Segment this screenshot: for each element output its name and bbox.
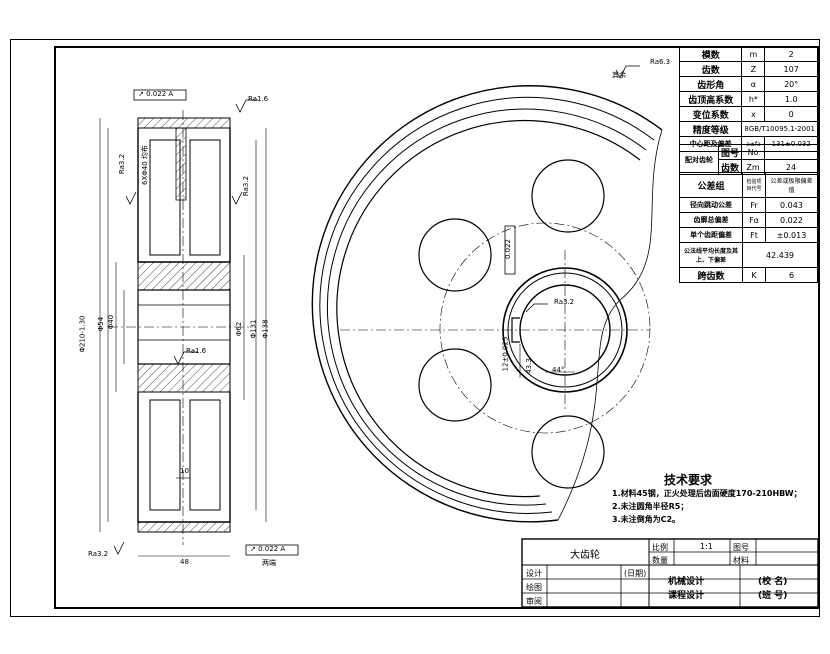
roughness-top: Ra1.6 bbox=[248, 95, 269, 103]
dim-138: Φ138 bbox=[261, 319, 270, 339]
drawing-no-label: 图号 bbox=[733, 543, 749, 552]
date-label: (日期) bbox=[624, 569, 647, 578]
holes-sub: 均布 bbox=[141, 145, 149, 160]
draw-label: 绘图 bbox=[526, 583, 542, 592]
rest-label: 其余 bbox=[612, 71, 626, 79]
parallel-icon: ↗ bbox=[138, 90, 144, 98]
tech-line-3: 3.未注倒角为C2。 bbox=[612, 515, 681, 524]
runout-value-bottom: 0.022 bbox=[258, 545, 279, 553]
school-name: (校 名) bbox=[758, 577, 788, 587]
tech-line-1: 1.材料45钢，正火处理后齿面硬度170-210HBW； bbox=[612, 489, 802, 498]
roughness-left: Ra3.2 bbox=[118, 153, 127, 175]
roughness-bottom: Ra3.2 bbox=[88, 550, 109, 558]
dim-web: 10 bbox=[180, 467, 189, 475]
design-label: 设计 bbox=[526, 569, 542, 578]
mating-row: 配对齿轮 图号 No bbox=[679, 144, 818, 175]
mating-row: 齿数 Zm 24 bbox=[680, 159, 818, 175]
scale-label: 比例 bbox=[652, 543, 668, 552]
keyway-parallel: 0.022 bbox=[504, 238, 513, 260]
runout-value-top: 0.022 bbox=[146, 90, 167, 98]
mating-gear-table: 配对齿轮 图号 No 齿数 Zm 24 bbox=[679, 144, 818, 175]
tech-requirements-title: 技术要求 bbox=[664, 473, 713, 487]
course-line-2: 课程设计 bbox=[668, 591, 705, 601]
dim-width: 48 bbox=[180, 558, 189, 566]
holes-value: 6XΦ40 bbox=[141, 161, 149, 185]
qty-label: 数量 bbox=[652, 556, 668, 565]
front-view bbox=[311, 85, 663, 523]
roughness-bore: Ra1.6 bbox=[186, 347, 207, 355]
tech-line-2: 2.未注圆角半径R5； bbox=[612, 502, 689, 511]
dim-bore: Φ40 bbox=[107, 314, 116, 330]
inner-border bbox=[54, 46, 820, 609]
runout-frame-bottom: ↗ 0.022 A bbox=[250, 545, 285, 553]
parallel-icon: ↗ bbox=[250, 545, 256, 553]
roughness-keyway: Ra3.2 bbox=[554, 298, 575, 306]
keyway-depth: 43.3 bbox=[524, 358, 533, 374]
material-label: 材料 bbox=[733, 556, 749, 565]
tables-lines bbox=[521, 538, 819, 608]
course-line-1: 机械设计 bbox=[668, 577, 705, 587]
review-label: 审阅 bbox=[526, 597, 542, 606]
section-view bbox=[99, 65, 640, 557]
dim-outer: Φ210-1.30 bbox=[78, 315, 87, 353]
dim-hub: Φ54 bbox=[97, 316, 106, 332]
rest-roughness-value: Ra6.3 bbox=[650, 58, 671, 66]
holes-label: 6XΦ40 均布 bbox=[140, 145, 150, 185]
datum-label-bottom: A bbox=[280, 545, 286, 553]
part-name: 大齿轮 bbox=[570, 550, 600, 561]
tolerance-head: 公差组 检验项目代号 公差或极限偏差值 bbox=[679, 172, 818, 198]
datum-label-top: A bbox=[168, 90, 174, 98]
dim-62: Φ62 bbox=[235, 321, 244, 337]
roughness-rim: Ra3.2 bbox=[242, 175, 251, 197]
class-number: (班 号) bbox=[758, 591, 788, 601]
keyway-tolerance: 12±0.025 bbox=[501, 336, 510, 372]
two-ends-note: 两端 bbox=[262, 559, 276, 567]
scale-value: 1:1 bbox=[700, 542, 713, 551]
dim-131: Φ131 bbox=[249, 319, 258, 339]
span-row: 公法线平均长度及其上、下偏差 42.439 bbox=[679, 242, 818, 268]
rest-roughness: 其余 bbox=[612, 70, 626, 80]
keyway-angle: 44° bbox=[552, 366, 565, 374]
runout-frame-top: ↗ 0.022 A bbox=[138, 90, 173, 98]
